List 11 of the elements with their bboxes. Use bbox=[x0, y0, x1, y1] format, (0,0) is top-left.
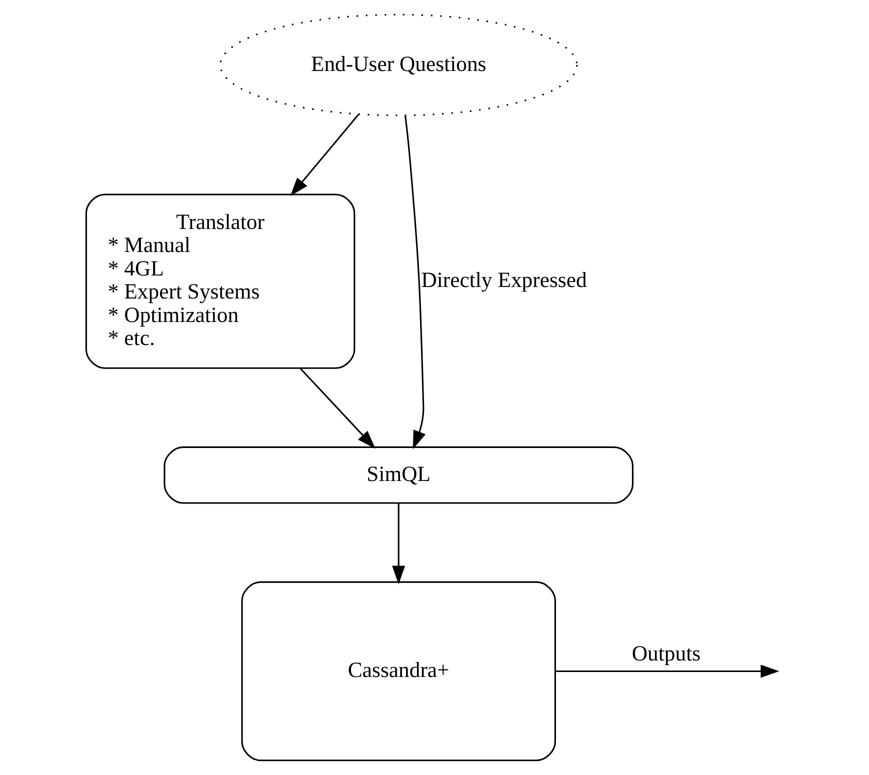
node-box: SimQL bbox=[164, 446, 634, 504]
arrow bbox=[404, 116, 426, 450]
node-ellipse: End-User Questions bbox=[220, 14, 578, 116]
arrow bbox=[555, 664, 780, 678]
node-box: Cassandra+ bbox=[241, 581, 556, 762]
edge-label: Outputs bbox=[632, 642, 701, 666]
arrow bbox=[300, 368, 376, 449]
edge-label: Directly Expressed bbox=[421, 268, 587, 292]
arrow bbox=[392, 503, 406, 584]
node-box: Translator * Manual * 4GL * Expert Systems * Optimization * etc. bbox=[85, 194, 356, 369]
arrow bbox=[290, 114, 360, 196]
